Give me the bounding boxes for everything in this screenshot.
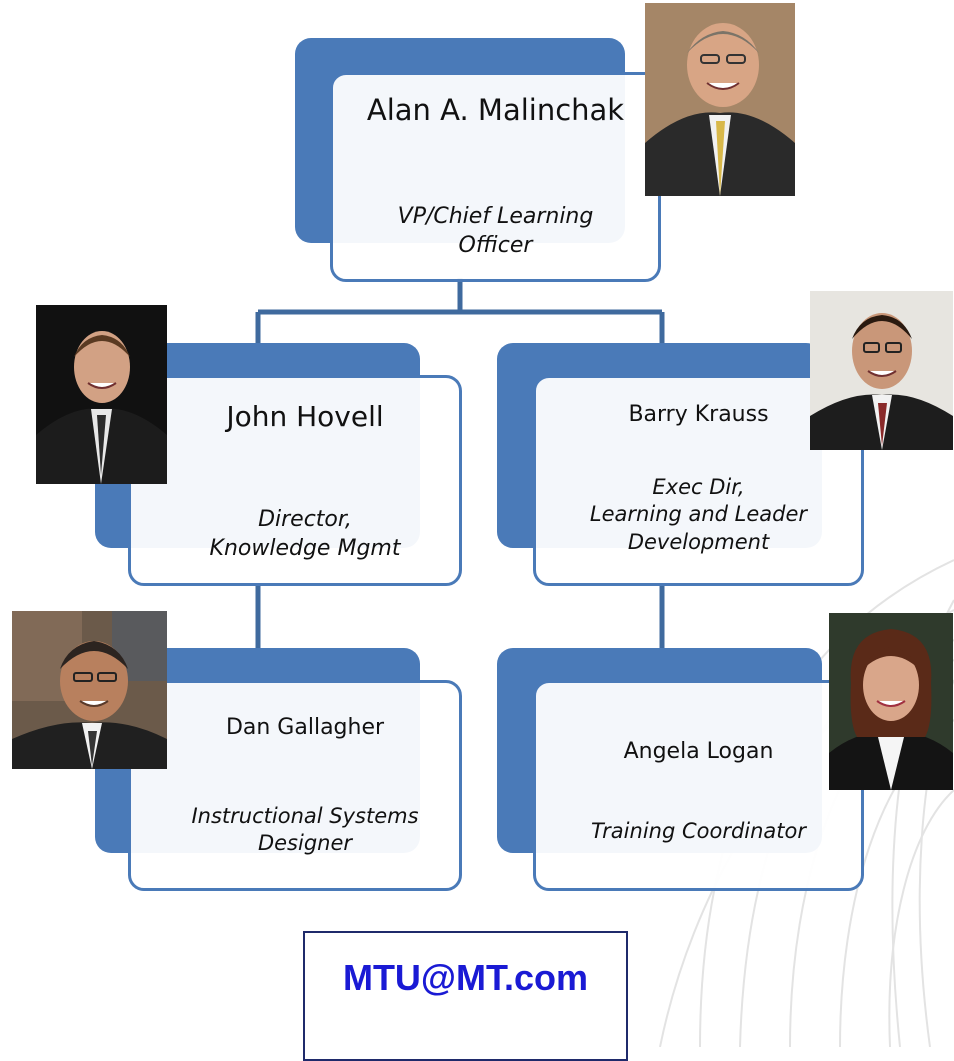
person-name: Barry Krauss	[628, 402, 769, 427]
person-role: VP/Chief Learning Officer	[397, 204, 594, 258]
person-role: Director, Knowledge Mgmt	[209, 507, 401, 561]
node-card: Barry Krauss Exec Dir, Learning and Lead…	[533, 375, 864, 586]
person-name: John Hovell	[226, 400, 384, 433]
photo-john-hovell	[36, 305, 167, 484]
node-card: Alan A. Malinchak VP/Chief Learning Offi…	[330, 72, 661, 282]
node-alan-malinchak: Alan A. Malinchak VP/Chief Learning Offi…	[295, 38, 665, 283]
node-card: Dan Gallagher Instructional Systems Desi…	[128, 680, 462, 891]
person-name: Dan Gallagher	[225, 715, 385, 740]
person-role: Instructional Systems Designer	[191, 804, 419, 856]
node-barry-krauss: Barry Krauss Exec Dir, Learning and Lead…	[497, 343, 867, 588]
contact-email-box: MTU@MT.com	[303, 931, 628, 1061]
person-name: Alan A. Malinchak	[366, 93, 625, 127]
photo-barry-krauss	[810, 291, 953, 450]
node-angela-logan: Angela Logan Training Coordinator	[497, 648, 867, 893]
person-name: Angela Logan	[623, 739, 774, 764]
photo-angela-logan	[829, 613, 953, 790]
node-dan-gallagher: Dan Gallagher Instructional Systems Desi…	[95, 648, 465, 893]
person-role: Training Coordinator	[590, 819, 807, 843]
photo-alan-malinchak	[645, 3, 795, 196]
photo-dan-gallagher	[12, 611, 167, 769]
contact-email[interactable]: MTU@MT.com	[342, 957, 589, 998]
person-role: Exec Dir, Learning and Leader Developmen…	[589, 475, 808, 554]
node-card: Angela Logan Training Coordinator	[533, 680, 864, 891]
node-card: John Hovell Director, Knowledge Mgmt	[128, 375, 462, 586]
